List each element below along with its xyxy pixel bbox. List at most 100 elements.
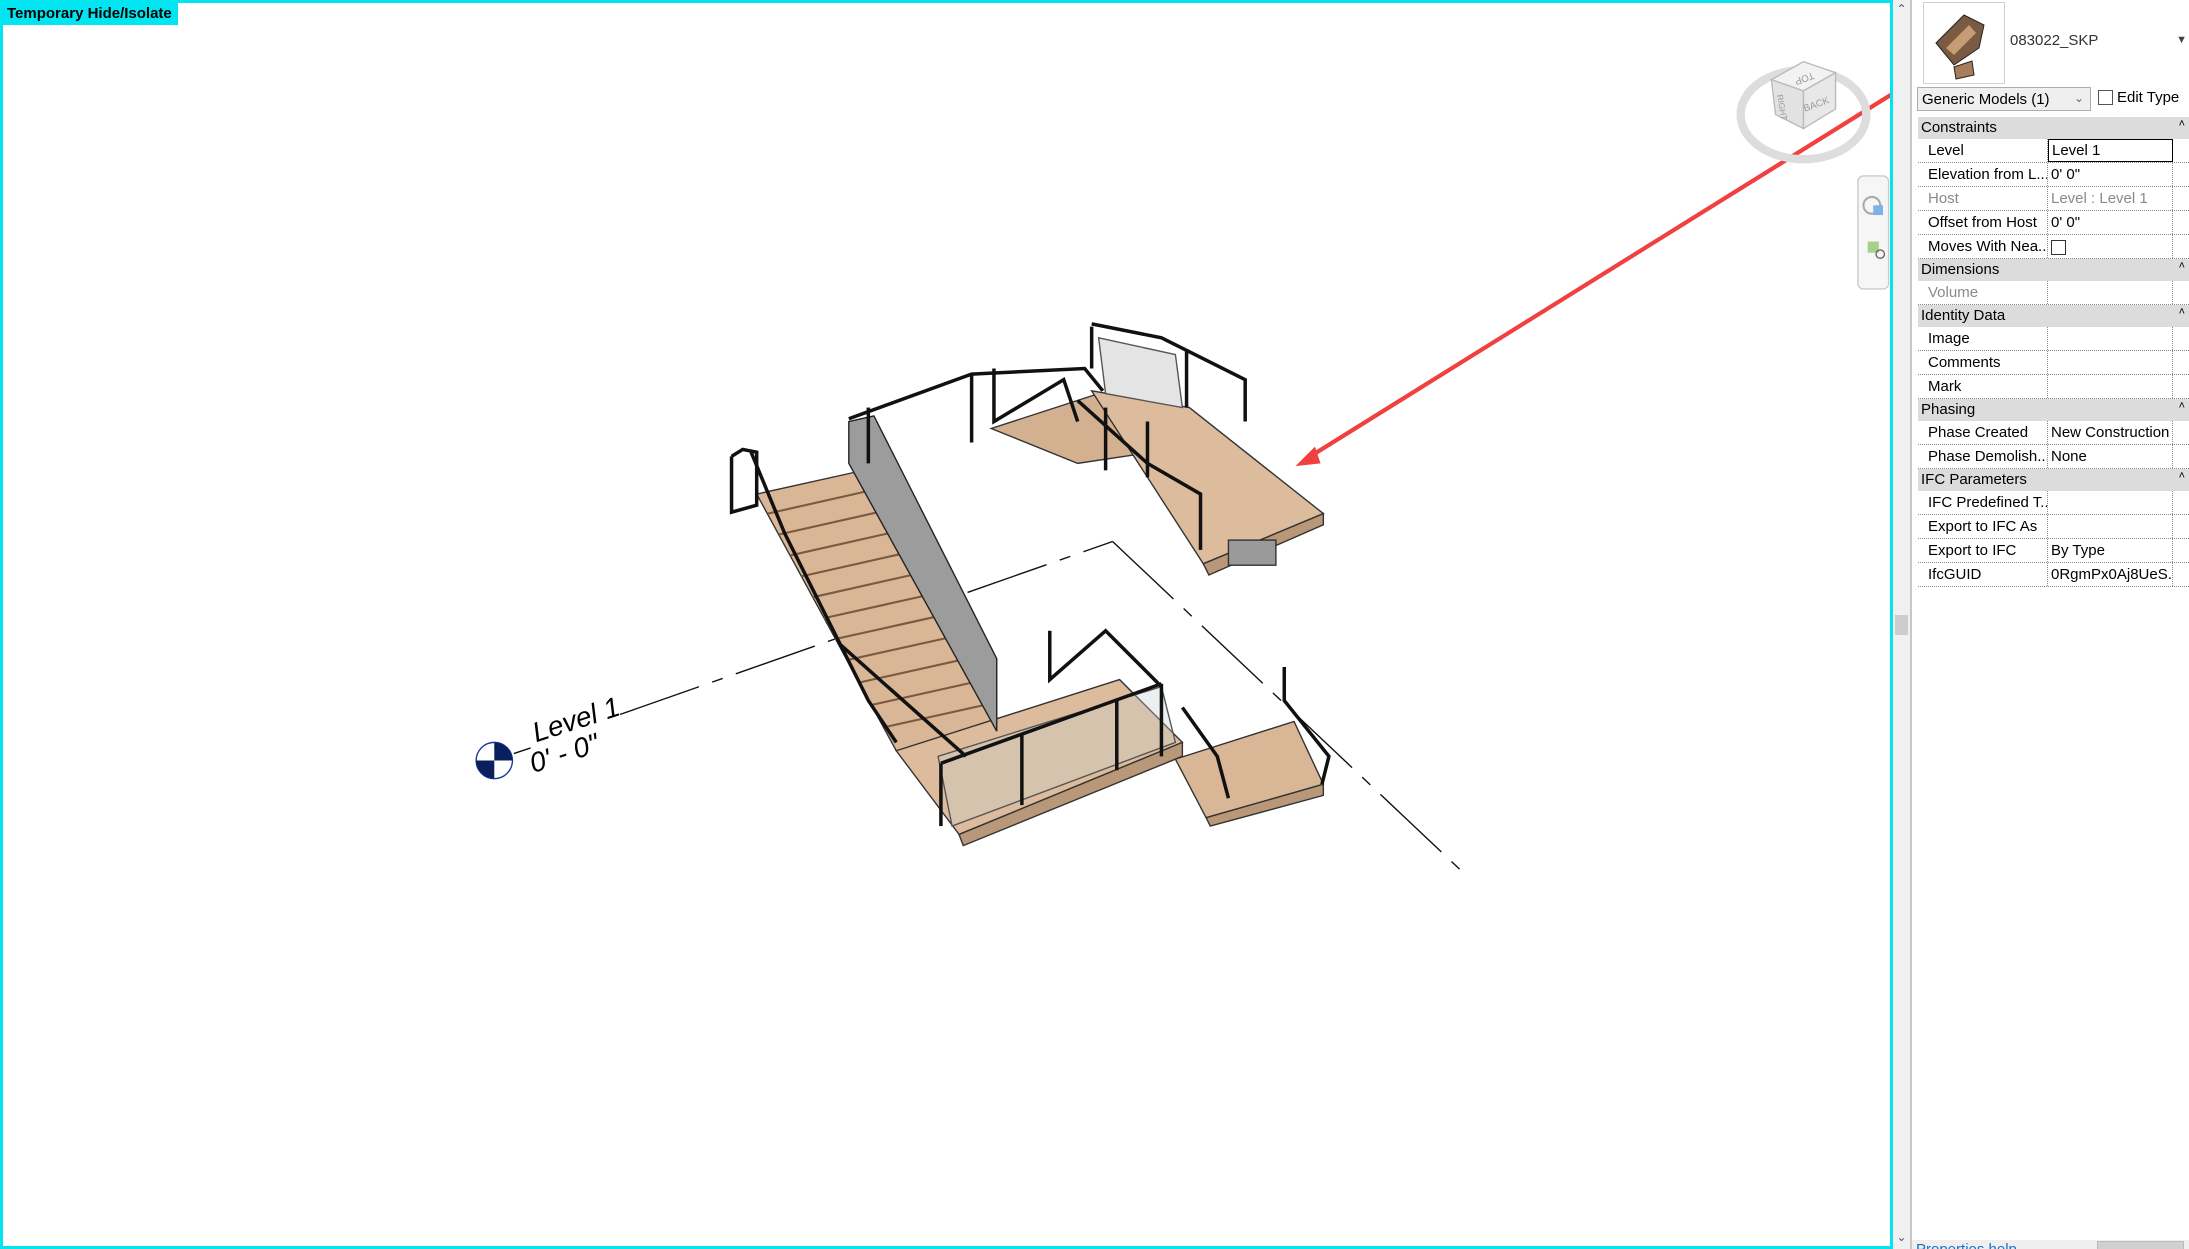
properties-help-link[interactable]: Properties help <box>1916 1240 2017 1249</box>
property-row: Comments <box>1918 351 2189 375</box>
property-label: Mark <box>1918 375 2048 398</box>
property-row: Export to IFC As <box>1918 515 2189 539</box>
collapse-icon[interactable]: ˄ <box>2178 400 2185 412</box>
property-checkbox[interactable] <box>2051 240 2066 255</box>
property-extra-cell <box>2173 235 2189 258</box>
section-header[interactable]: IFC Parameters ˄ <box>1918 469 2189 491</box>
property-extra-cell <box>2173 563 2189 586</box>
category-selector-value: Generic Models (1) <box>1922 91 2050 108</box>
property-value[interactable] <box>2048 375 2173 398</box>
property-extra-cell <box>2173 421 2189 444</box>
property-row: Moves With Nea... <box>1918 235 2189 259</box>
property-extra-cell <box>2173 515 2189 538</box>
apply-button[interactable] <box>2097 1241 2184 1249</box>
chevron-down-icon: ⌄ <box>2073 91 2084 105</box>
scroll-down-icon[interactable]: ⌄ <box>1896 1230 1907 1244</box>
property-label: Volume <box>1918 281 2048 304</box>
property-label: Offset from Host <box>1918 211 2048 234</box>
property-value[interactable]: By Type <box>2048 539 2173 562</box>
category-selector[interactable]: Generic Models (1) ⌄ <box>1917 87 2091 111</box>
property-value <box>2048 281 2173 304</box>
property-label: Phase Created <box>1918 421 2048 444</box>
scroll-up-icon[interactable]: ⌃ <box>1896 2 1907 16</box>
property-label: Comments <box>1918 351 2048 374</box>
property-row: Mark <box>1918 375 2189 399</box>
section-title: IFC Parameters <box>1921 471 2027 488</box>
property-extra-cell <box>2173 281 2189 304</box>
collapse-icon[interactable]: ˄ <box>2178 260 2185 272</box>
property-row: Image <box>1918 327 2189 351</box>
property-value[interactable] <box>2048 327 2173 350</box>
property-label: Export to IFC <box>1918 539 2048 562</box>
section-header[interactable]: Constraints ˄ <box>1918 117 2189 139</box>
view-cube-right[interactable]: RIGHT <box>1775 94 1789 121</box>
property-value[interactable]: None <box>2048 445 2173 468</box>
property-extra-cell <box>2173 351 2189 374</box>
property-value[interactable]: 0' 0" <box>2048 163 2173 186</box>
properties-palette: 083022_SKP ▼ Generic Models (1) ⌄ Edit T… <box>1912 0 2189 1249</box>
section-header[interactable]: Dimensions˄ <box>1918 259 2189 281</box>
property-label: IFC Predefined T... <box>1918 491 2048 514</box>
property-value[interactable] <box>2048 351 2173 374</box>
property-value[interactable] <box>2048 491 2173 514</box>
property-label: Phase Demolish... <box>1918 445 2048 468</box>
type-name[interactable]: 083022_SKP <box>2010 32 2099 49</box>
collapse-icon[interactable]: ˄ <box>2178 118 2185 130</box>
property-extra-cell <box>2173 187 2189 210</box>
section-title: Identity Data <box>1921 307 2006 324</box>
property-value: Level : Level 1 <box>2048 187 2173 210</box>
property-label: Moves With Nea... <box>1918 235 2048 258</box>
collapse-icon[interactable]: ˄ <box>2178 306 2185 318</box>
property-extra-cell <box>2173 539 2189 562</box>
property-label: Export to IFC As <box>1918 515 2048 538</box>
property-value[interactable]: 0' 0" <box>2048 211 2173 234</box>
type-dropdown-icon[interactable]: ▼ <box>2176 34 2187 46</box>
section-header[interactable]: Identity Data ˄ <box>1918 305 2189 327</box>
annotation-arrow <box>1295 92 1890 467</box>
property-extra-cell <box>2173 211 2189 234</box>
section-title: Constraints <box>1921 119 1997 136</box>
property-extra-cell <box>2173 139 2189 162</box>
properties-footer: Properties help <box>1912 1240 2189 1249</box>
edit-type-icon <box>2098 90 2113 105</box>
property-extra-cell <box>2173 327 2189 350</box>
property-extra-cell <box>2173 491 2189 514</box>
property-extra-cell <box>2173 375 2189 398</box>
viewport-vertical-scrollbar[interactable]: ⌃ ⌄ <box>1893 0 1912 1249</box>
property-row: IFC Predefined T... <box>1918 491 2189 515</box>
edit-type-label: Edit Type <box>2117 89 2180 106</box>
property-extra-cell <box>2173 445 2189 468</box>
navigation-bar[interactable] <box>1857 175 1890 290</box>
3d-viewport[interactable]: Temporary Hide/Isolate Level 1 0' - 0" <box>0 0 1893 1249</box>
level-marker[interactable]: Level 1 0' - 0" <box>475 691 624 780</box>
property-label: Elevation from L... <box>1918 163 2048 186</box>
property-label: Host <box>1918 187 2048 210</box>
property-row: Elevation from L...0' 0" <box>1918 163 2189 187</box>
property-row: Volume <box>1918 281 2189 305</box>
view-cube[interactable]: TOP RIGHT BACK <box>1736 60 1871 164</box>
section-header[interactable]: Phasing˄ <box>1918 399 2189 421</box>
model-scene[interactable]: Level 1 0' - 0" <box>3 3 1890 1246</box>
property-value[interactable]: New Construction <box>2048 421 2173 444</box>
property-value[interactable] <box>2048 515 2173 538</box>
collapse-icon[interactable]: ˄ <box>2178 470 2185 482</box>
edit-type-button[interactable]: Edit Type <box>2098 89 2179 106</box>
temporary-hide-isolate-label: Temporary Hide/Isolate <box>3 3 178 25</box>
scroll-thumb[interactable] <box>1895 615 1908 635</box>
property-extra-cell <box>2173 163 2189 186</box>
property-value[interactable]: 0RgmPx0Aj8UeS... <box>2048 563 2173 586</box>
stair-model[interactable] <box>729 322 1331 847</box>
property-value[interactable]: Level 1 <box>2048 139 2173 162</box>
property-label: Image <box>1918 327 2048 350</box>
zoom-region-icon <box>1867 241 1879 253</box>
property-label: Level <box>1918 139 2048 162</box>
property-value <box>2048 235 2173 258</box>
property-label: IfcGUID <box>1918 563 2048 586</box>
